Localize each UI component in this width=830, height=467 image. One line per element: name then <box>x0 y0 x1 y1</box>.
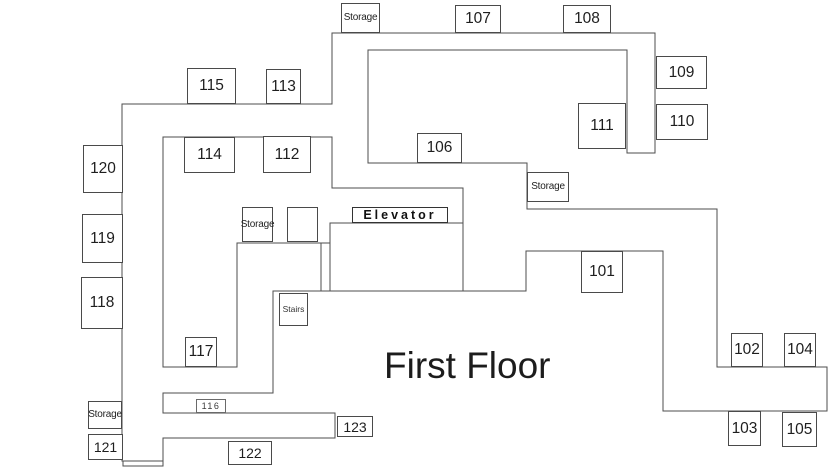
room-label-110: 110 <box>656 104 708 140</box>
room-label-103: 103 <box>728 411 761 446</box>
elevator-label: Elevator <box>352 207 448 223</box>
room-label-114: 114 <box>184 137 235 173</box>
room-label-101: 101 <box>581 251 623 293</box>
storage-label-lobby: Storage <box>241 207 275 242</box>
room-label-106: 106 <box>417 133 462 163</box>
room-label-122: 122 <box>228 441 272 465</box>
room-label-111: 111 <box>578 103 626 149</box>
room-label-105: 105 <box>782 412 817 447</box>
stairs-label: Stairs <box>279 293 308 326</box>
room-label-119: 119 <box>82 214 123 263</box>
room-label-116: 116 <box>196 399 226 413</box>
room-label-120: 120 <box>83 145 123 193</box>
room-label-107: 107 <box>455 5 501 33</box>
storage-label-top: Storage <box>341 3 380 33</box>
room-label-123: 123 <box>337 416 373 437</box>
room-label-121: 121 <box>88 434 123 460</box>
elevator-room <box>329 222 464 292</box>
room-label-109: 109 <box>656 56 707 89</box>
storage-label-mid: Storage <box>527 172 569 202</box>
blank-box <box>287 207 318 242</box>
room-label-112: 112 <box>263 136 311 173</box>
room-label-118: 118 <box>81 277 123 329</box>
room-label-108: 108 <box>563 5 611 33</box>
page-title: First Floor <box>384 345 551 386</box>
outer-wall-path <box>121 32 828 462</box>
inner-wall-path <box>162 136 464 368</box>
room-label-117: 117 <box>185 337 217 367</box>
bottom-step-wall <box>122 461 164 467</box>
storage-label-bottom: Storage <box>88 401 122 429</box>
room-label-102: 102 <box>731 333 763 367</box>
room-label-115: 115 <box>187 68 236 104</box>
room-label-113: 113 <box>266 69 301 104</box>
room-label-104: 104 <box>784 333 816 367</box>
